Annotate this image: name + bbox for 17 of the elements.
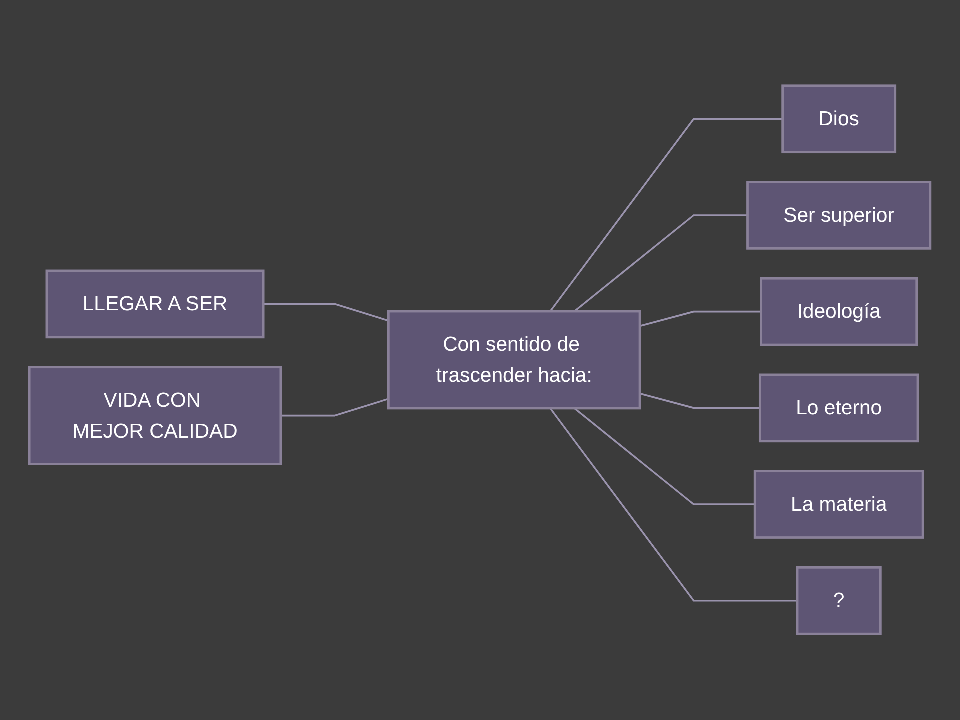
connector [640, 392, 760, 410]
node-box: Con sentido de trascender hacia: [387, 310, 642, 410]
node-box: Lo eterno [758, 374, 920, 443]
connector [264, 303, 389, 322]
node-box: Ideología [760, 277, 918, 346]
node-box: Ser superior [746, 181, 932, 250]
node-box: LLEGAR A SER [46, 270, 265, 339]
connector [574, 214, 748, 312]
node-box: La materia [754, 470, 924, 539]
node-box: ? [796, 566, 882, 636]
node-box: Dios [782, 84, 897, 154]
connector [574, 408, 756, 506]
connector [550, 118, 783, 312]
connector [550, 408, 798, 602]
connector [640, 310, 762, 328]
connector [280, 398, 389, 417]
node-box: VIDA CON MEJOR CALIDAD [28, 366, 282, 466]
